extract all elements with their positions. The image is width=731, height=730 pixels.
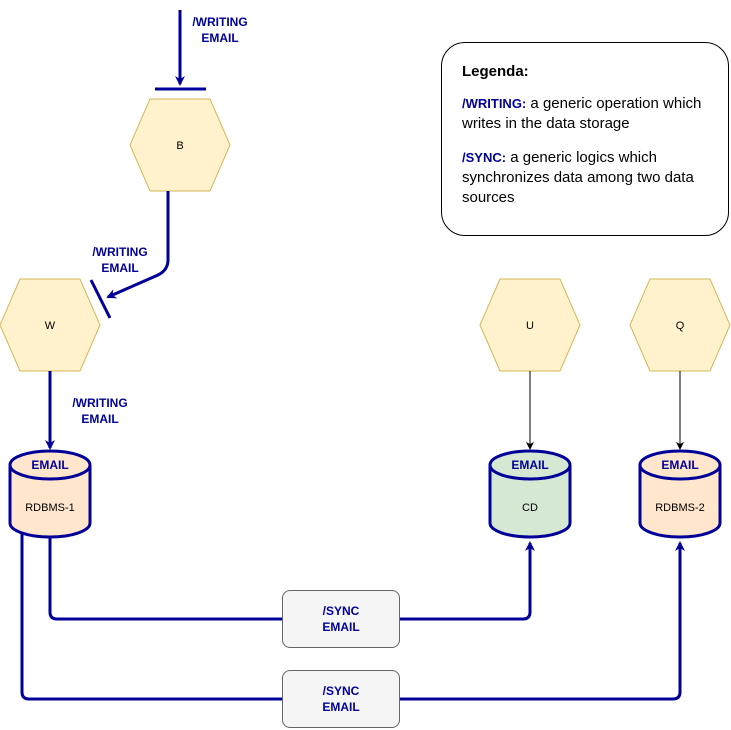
edge-rdbms1-to-sync2	[20, 533, 282, 701]
legend-text: a generic logics which synchronizes data…	[462, 149, 694, 206]
edge-into-b	[155, 10, 206, 91]
node-q[interactable]: Q	[629, 278, 731, 372]
database-rdbms1-top-label: EMAIL	[31, 458, 68, 472]
edge-sync2-to-rdbms2	[400, 541, 685, 701]
edge-label-b-to-w-line1: /WRITING	[92, 245, 147, 259]
legend-text: a generic operation which writes in the …	[462, 95, 702, 132]
legend-key: /SYNC:	[462, 150, 507, 165]
legend-entry-writing: /WRITING: a generic operation which writ…	[462, 94, 708, 134]
database-rdbms2-top-label: EMAIL	[661, 458, 698, 472]
database-cd-label: CD	[522, 502, 538, 514]
sync-process-rdbms2[interactable]: /SYNC EMAIL	[282, 670, 400, 728]
hexagon-shape	[0, 278, 101, 372]
node-b[interactable]: B	[129, 98, 231, 192]
hexagon-shape	[479, 278, 581, 372]
edge-label-w-to-rdbms1-line2: EMAIL	[81, 412, 118, 426]
hexagon-shape	[629, 278, 731, 372]
legend-entry-sync: /SYNC: a generic logics which synchroniz…	[462, 148, 708, 208]
interface-bar	[89, 279, 112, 319]
legend-box: Legenda: /WRITING: a generic operation w…	[441, 42, 729, 236]
edge-sync1-to-cd	[400, 541, 535, 621]
node-q-label: Q	[676, 320, 685, 332]
legend-title: Legenda:	[462, 63, 529, 80]
node-b-label: B	[176, 140, 183, 152]
edge-rdbms1-to-sync1	[48, 537, 282, 621]
node-w[interactable]: W	[0, 278, 101, 372]
database-cd-top-label: EMAIL	[511, 458, 548, 472]
database-rdbms2-label: RDBMS-2	[655, 502, 705, 514]
node-u[interactable]: U	[479, 278, 581, 372]
sync-label-line1: /SYNC	[322, 604, 360, 618]
cylinder-top	[488, 449, 572, 481]
node-w-label: W	[45, 320, 56, 332]
sync-label-line2: EMAIL	[322, 700, 360, 714]
cylinder-top	[8, 449, 92, 481]
database-rdbms1-label: RDBMS-1	[25, 502, 75, 514]
sync-label-line1: /SYNC	[322, 684, 360, 698]
edge-label-into-b-line2: EMAIL	[201, 31, 238, 45]
sync-label-line2: EMAIL	[322, 620, 360, 634]
cylinder-body	[488, 465, 572, 539]
database-rdbms1[interactable]: EMAIL RDBMS-1	[8, 449, 92, 539]
node-u-label: U	[526, 320, 534, 332]
edge-b-to-w	[89, 191, 170, 319]
cylinder-top	[638, 449, 722, 481]
database-cd[interactable]: EMAIL CD	[488, 449, 572, 539]
edge-label-into-b-line1: /WRITING	[192, 15, 247, 29]
legend-key: /WRITING:	[462, 96, 527, 111]
database-rdbms2[interactable]: EMAIL RDBMS-2	[638, 449, 722, 539]
edge-label-b-to-w-line2: EMAIL	[101, 261, 138, 275]
edge-label-w-to-rdbms1-line1: /WRITING	[72, 396, 127, 410]
hexagon-shape	[129, 98, 231, 192]
sync-process-cd[interactable]: /SYNC EMAIL	[282, 590, 400, 648]
cylinder-body	[638, 465, 722, 539]
